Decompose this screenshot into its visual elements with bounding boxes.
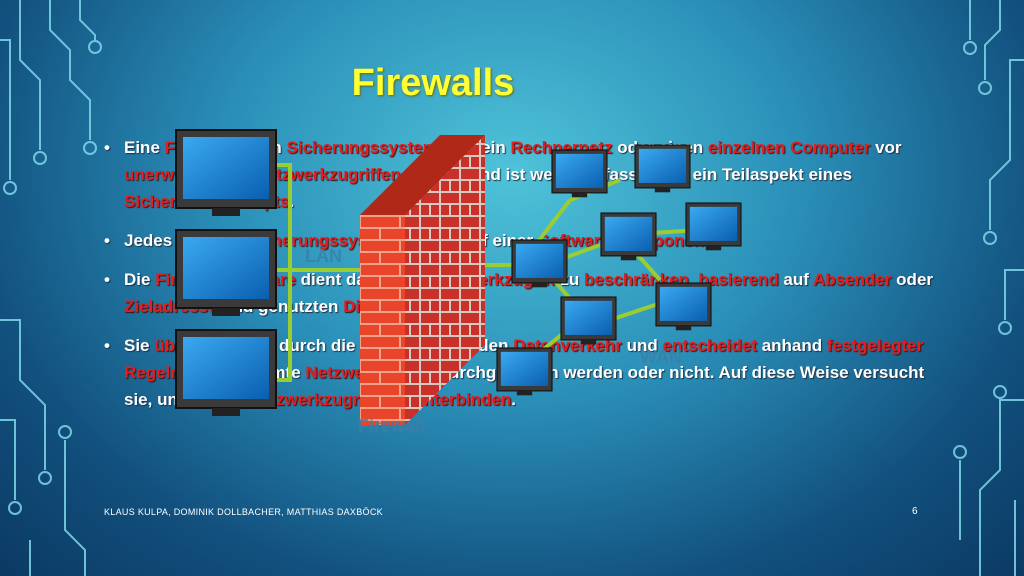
lan-label: LAN (305, 246, 342, 266)
wan-label: WAN (640, 347, 682, 367)
firewall-label: Firewall (358, 416, 425, 436)
body-text: vor (870, 138, 902, 157)
body-text: auf (778, 270, 814, 289)
body-text: und (621, 336, 663, 355)
page-number: 6 (912, 506, 918, 517)
computer-monitor-icon (496, 347, 553, 396)
keyword-text: einzelnen Computer (707, 138, 871, 157)
computer-monitor-icon (685, 202, 742, 251)
computer-monitor-icon (551, 149, 608, 198)
body-text: Eine (124, 138, 165, 157)
computer-monitor-icon (175, 329, 277, 417)
body-text: Jedes (124, 231, 177, 250)
body-text: anhand (756, 336, 827, 355)
computer-monitor-icon (175, 129, 277, 217)
computer-monitor-icon (511, 239, 568, 288)
brick-firewall-icon (360, 135, 485, 425)
footer-authors: KLAUS KULPA, DOMINIK DOLLBACHER, MATTHIA… (104, 507, 383, 517)
keyword-text: basierend (698, 270, 779, 289)
body-text: oder (891, 270, 934, 289)
slide-title: Firewalls (351, 62, 515, 104)
keyword-text: Netzwerkzugriffe (248, 390, 385, 409)
computer-monitor-icon (655, 282, 712, 331)
computer-monitor-icon (634, 144, 691, 193)
body-text: schützt und ist weiter gefasst auch ein … (400, 165, 853, 184)
keyword-text: unterbinden (413, 390, 512, 409)
computer-monitor-icon (560, 296, 617, 345)
keyword-text: Sicherungssystem (286, 138, 438, 157)
keyword-text: entscheidet (662, 336, 757, 355)
lan-links (270, 163, 360, 382)
keyword-text: festgelegter Regeln (124, 336, 924, 382)
computer-monitor-icon (175, 229, 277, 317)
body-text: , (688, 270, 699, 289)
body-text: . (511, 390, 517, 409)
body-text: Die (124, 270, 156, 289)
keyword-text: Absender (813, 270, 892, 289)
computer-monitor-icon (600, 212, 657, 261)
body-text: Sie (124, 336, 155, 355)
